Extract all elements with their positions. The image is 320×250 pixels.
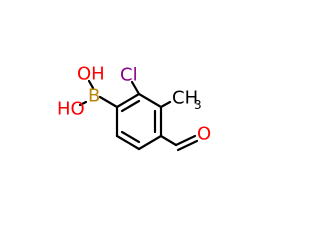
label-oh-top: OH (77, 64, 105, 85)
ring-double-inner-1 (120, 99, 141, 113)
ring-bond-5 (115, 134, 141, 151)
bond-ring-chlorine (130, 80, 141, 96)
ring-bond-2 (137, 92, 163, 109)
bond-boron-oh-left (78, 100, 88, 107)
label-methyl: CH (172, 88, 198, 109)
label-methyl-subscript: 3 (194, 98, 202, 112)
bond-ring-boron (98, 95, 119, 109)
label-chlorine: Cl (120, 65, 138, 86)
bonds (78, 79, 199, 152)
molecule-drawing: OH B HO Cl CH 3 O (57, 63, 212, 152)
label-oxygen: O (197, 124, 211, 145)
ring-bond-4 (137, 134, 163, 151)
label-oh-left: HO (57, 99, 85, 120)
ring-double-inner-3 (120, 130, 141, 144)
atom-labels: OH B HO Cl CH 3 O (57, 64, 211, 145)
bond-aldehyde-co-1 (174, 134, 197, 147)
ring-bond-1 (115, 92, 141, 109)
bond-ring-methyl (159, 100, 172, 109)
bond-ring-aldehyde (159, 134, 178, 147)
structure-canvas: OH B HO Cl CH 3 O (57, 63, 212, 164)
bond-boron-oh-top (87, 79, 95, 90)
bond-aldehyde-co-2 (176, 139, 199, 152)
label-boron: B (88, 86, 100, 107)
